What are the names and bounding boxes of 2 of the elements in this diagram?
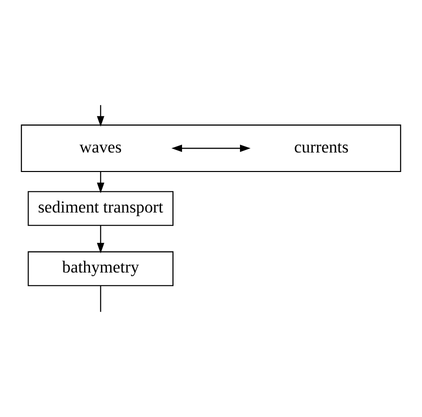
node-text: waves (80, 137, 122, 156)
node-text: currents (294, 137, 349, 156)
